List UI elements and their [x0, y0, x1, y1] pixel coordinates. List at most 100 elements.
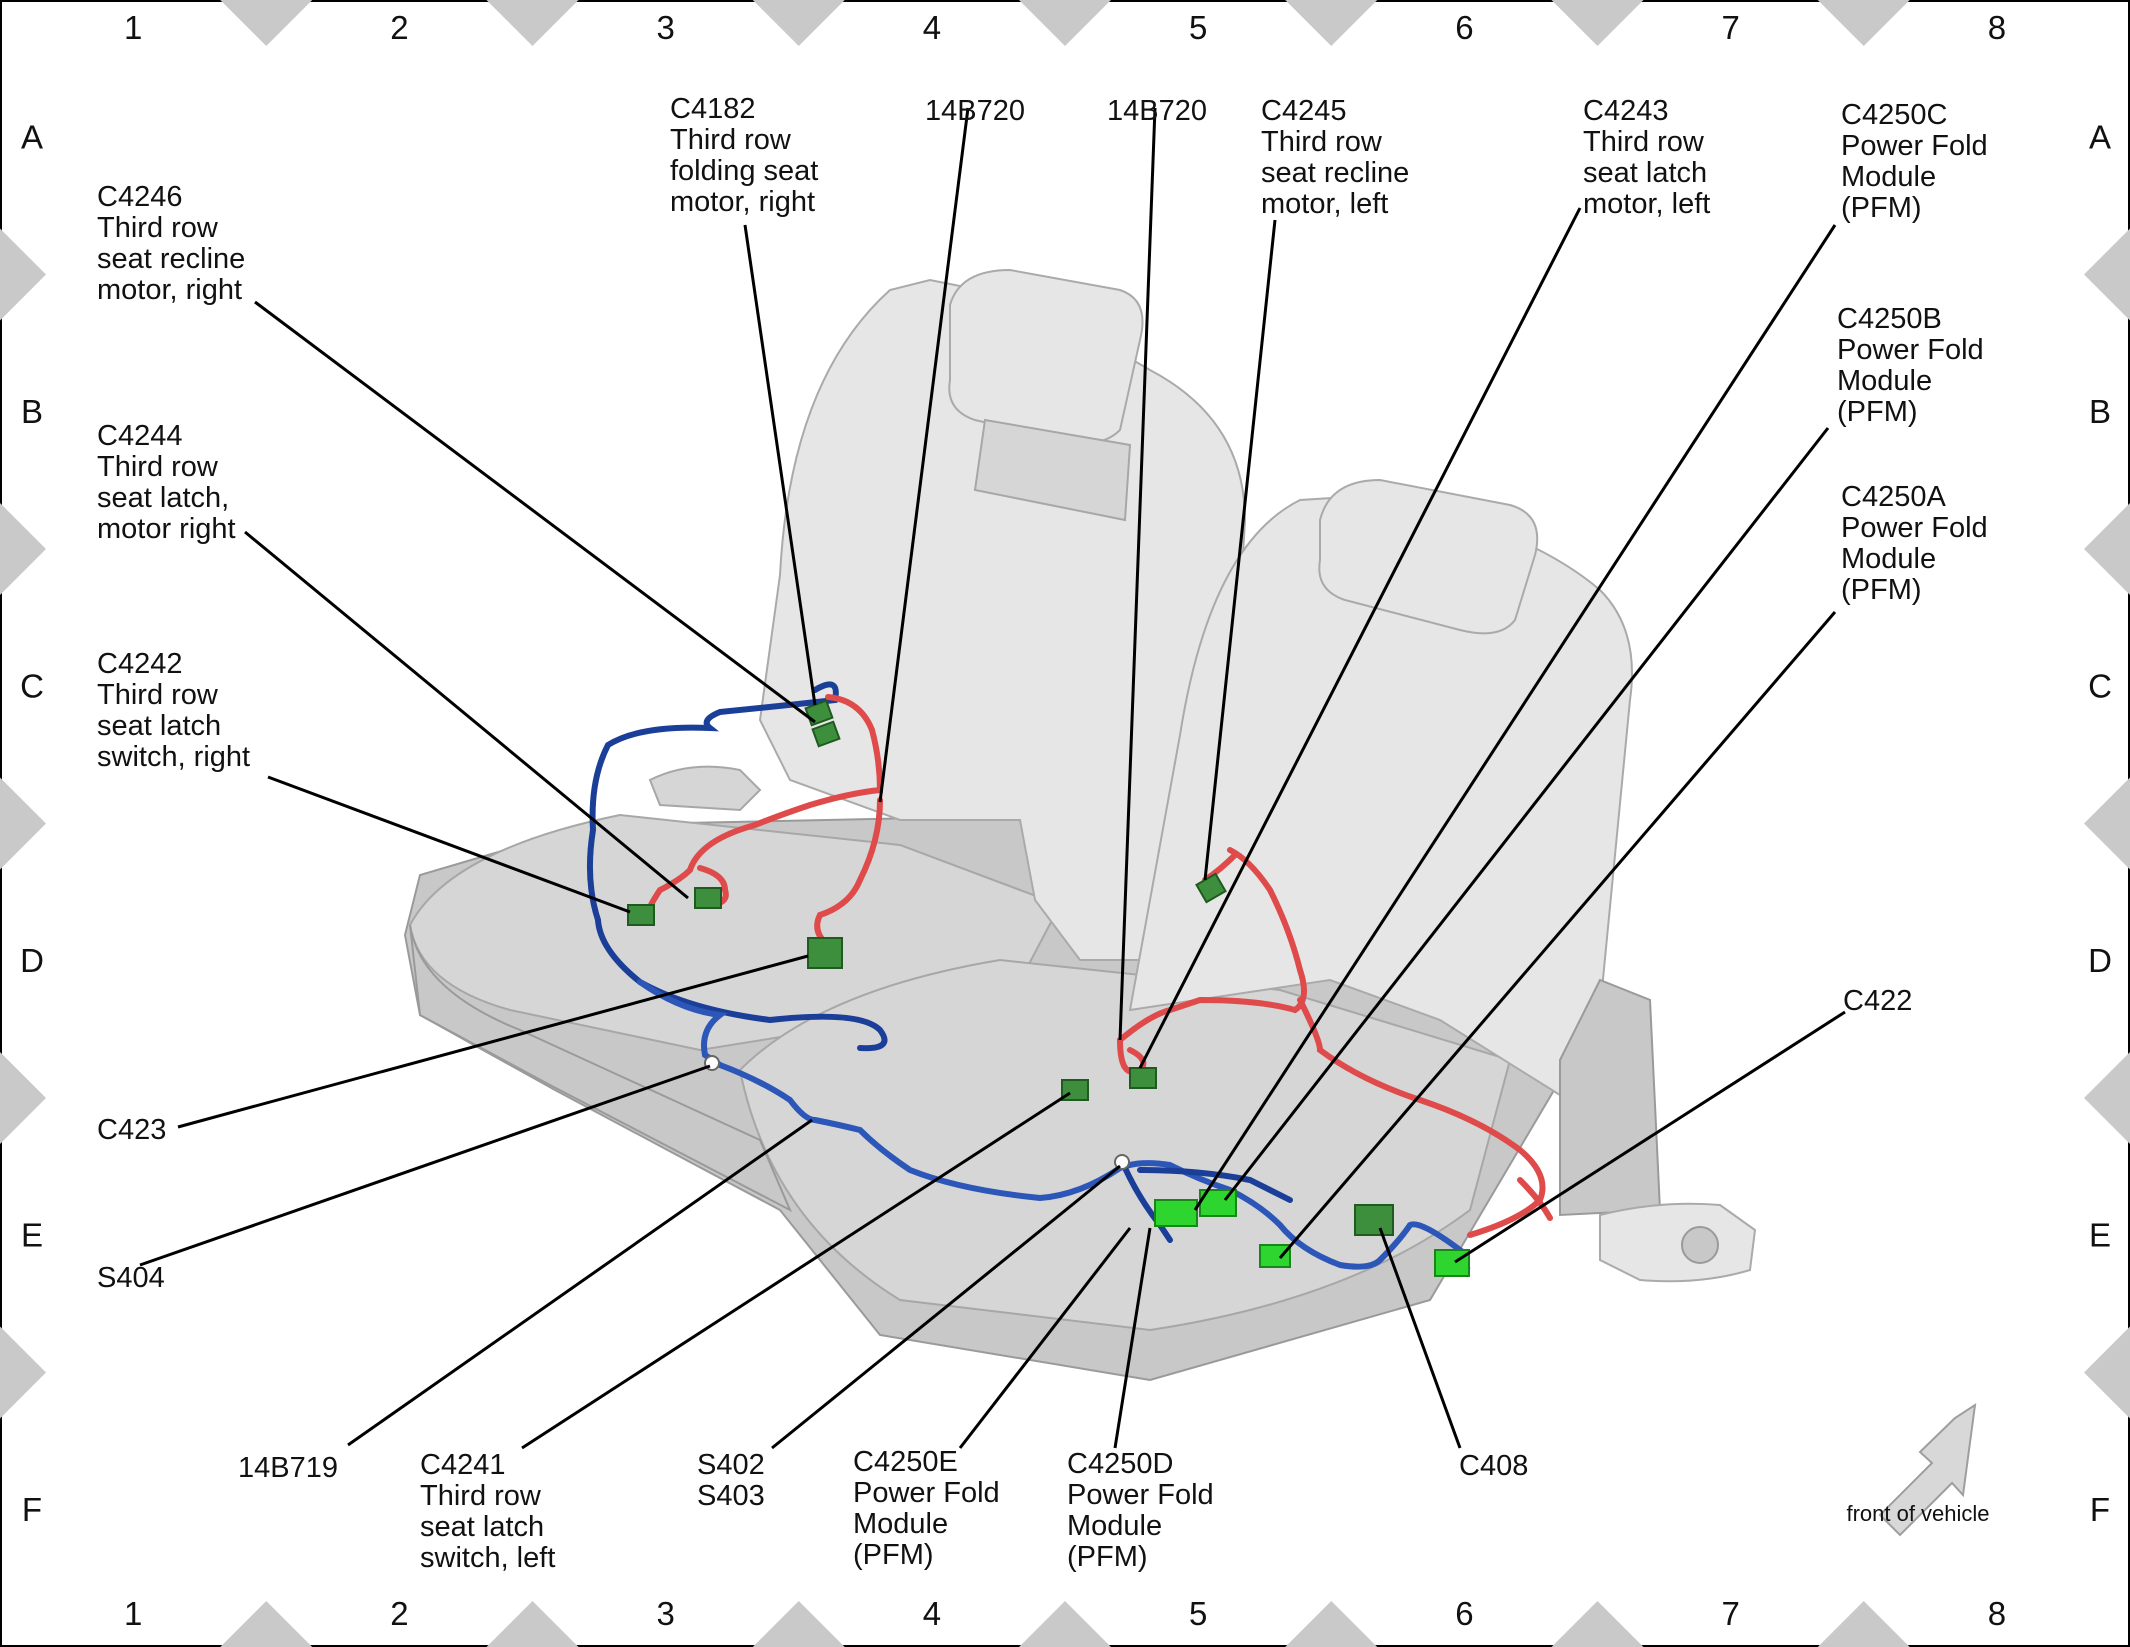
- connector-c4250a: [1259, 1244, 1291, 1268]
- grid-col-bottom-3: 3: [656, 1595, 674, 1632]
- blue-wire-upper: [586, 681, 888, 1052]
- grid-row-left-B: B: [21, 393, 43, 430]
- grid-col-top-3: 3: [656, 9, 674, 46]
- connector-c4243: [1129, 1067, 1157, 1089]
- right-cushion-side: [409, 924, 793, 1213]
- leader-c4242: [267, 775, 631, 914]
- leader-s402: [771, 1164, 1121, 1450]
- label-c4250a: C4250A Power Fold Module (PFM): [1841, 481, 1996, 606]
- border-diamond-bottom-3: [752, 1601, 845, 1647]
- leader-c4246: [254, 300, 816, 724]
- label-c4246: C4246 Third row seat recline motor, righ…: [97, 181, 253, 306]
- grid-row-right-C: C: [2088, 667, 2112, 704]
- seat-illustration: [403, 268, 1757, 1382]
- leader-c4250e: [958, 1227, 1132, 1449]
- leader-c408: [1378, 1227, 1462, 1449]
- leader-c4245: [1203, 219, 1277, 881]
- label-c422: C422: [1843, 985, 1912, 1017]
- label-c4245: C4245 Third row seat recline motor, left: [1261, 95, 1417, 220]
- grid-row-left-D: D: [20, 942, 44, 979]
- border-diamond-top-4: [1019, 0, 1111, 46]
- border-diamond-bottom-7: [1817, 1601, 1910, 1647]
- blue-wire-main: [637, 979, 1471, 1273]
- left-seat-hinge: [1559, 978, 1662, 1217]
- grid-row-right-E: E: [2089, 1216, 2111, 1253]
- red-wire-upper: [645, 694, 884, 915]
- connector-c4244: [694, 887, 722, 909]
- label-s402-s403: S402 S403: [697, 1449, 773, 1512]
- label-s404: S404: [97, 1262, 165, 1294]
- front-of-vehicle-label: front of vehicle: [1846, 1501, 1989, 1526]
- label-c4243: C4243 Third row seat latch motor, left: [1583, 95, 1715, 220]
- leader-c4250d: [1113, 1227, 1152, 1449]
- front-of-vehicle-indicator: front of vehicle: [1846, 1402, 1990, 1537]
- connector-c422: [1434, 1249, 1470, 1277]
- grid-col-top-5: 5: [1189, 9, 1207, 46]
- leader-c422: [1454, 1010, 1846, 1264]
- border-diamond-left-1: [0, 228, 46, 321]
- grid-row-left-E: E: [21, 1216, 43, 1253]
- label-14b719: 14B719: [238, 1452, 338, 1484]
- border-diamond-right-1: [2084, 228, 2130, 321]
- label-c4242: C4242 Third row seat latch switch, right: [97, 648, 250, 773]
- grid-col-bottom-2: 2: [390, 1595, 408, 1632]
- grid-col-top-4: 4: [923, 9, 941, 46]
- connectors: [627, 699, 1470, 1277]
- border-diamond-right-3: [2084, 777, 2130, 870]
- leader-c4250b: [1223, 427, 1830, 1201]
- grid-col-bottom-4: 4: [923, 1595, 941, 1632]
- border-diamond-right-2: [2084, 503, 2130, 595]
- border-diamond-top-7: [1817, 0, 1910, 46]
- grid-row-left-F: F: [22, 1491, 42, 1528]
- border-diamond-bottom-4: [1019, 1601, 1111, 1647]
- border-diamond-top-5: [1285, 0, 1378, 46]
- grid-col-top-1: 1: [124, 9, 142, 46]
- border-diamond-top-3: [752, 0, 845, 46]
- label-c4241: C4241 Third row seat latch switch, left: [420, 1449, 555, 1574]
- label-c408: C408: [1459, 1450, 1528, 1482]
- border-diamond-top-6: [1551, 0, 1644, 46]
- hinge-bracket: [1599, 1202, 1757, 1283]
- connector-c408: [1354, 1204, 1394, 1236]
- border-diamond-bottom-5: [1285, 1601, 1378, 1647]
- border-diamond-top-1: [220, 0, 313, 46]
- leader-c4182: [743, 224, 817, 706]
- leader-s404: [139, 1064, 711, 1267]
- border-diamond-right-4: [2084, 1052, 2130, 1144]
- grid-col-top-2: 2: [390, 9, 408, 46]
- grid-row-right-B: B: [2089, 393, 2111, 430]
- label-14b720-right: 14B720: [1107, 95, 1207, 127]
- seat-pivot-knob: [648, 765, 762, 812]
- leader-c4250a: [1278, 611, 1837, 1259]
- label-c4250d: C4250D Power Fold Module (PFM): [1067, 1448, 1222, 1573]
- grid-col-bottom-7: 7: [1721, 1595, 1739, 1632]
- label-c4244: C4244 Third row seat latch, motor right: [97, 420, 237, 545]
- connector-c423: [807, 937, 843, 969]
- label-c4182: C4182 Third row folding seat motor, righ…: [670, 93, 826, 218]
- left-seat-cushion: [738, 958, 1512, 1332]
- grid-col-bottom-5: 5: [1189, 1595, 1207, 1632]
- left-headrest: [1318, 478, 1539, 635]
- front-arrow-icon: [1878, 1402, 1977, 1537]
- red-wire-down: [814, 797, 883, 953]
- leader-b719: [347, 1118, 813, 1447]
- leader-c4243: [1138, 207, 1582, 1069]
- label-c4250e: C4250E Power Fold Module (PFM): [853, 1446, 1008, 1571]
- border-diamond-bottom-2: [486, 1601, 579, 1647]
- border-diamond-left-3: [0, 777, 46, 870]
- grid-col-top-8: 8: [1988, 9, 2006, 46]
- leader-c4244: [244, 530, 689, 900]
- connector-c4246: [811, 720, 841, 748]
- right-headrest-post: [973, 418, 1132, 522]
- leader-b720-right: [1118, 107, 1157, 1041]
- right-headrest: [948, 268, 1144, 445]
- label-c4250c: C4250C Power Fold Module (PFM): [1841, 99, 1996, 224]
- connector-c4242: [627, 904, 655, 926]
- wiring-harness: [586, 681, 1553, 1273]
- connector-c4250e: [1154, 1199, 1198, 1227]
- grid-row-left-A: A: [21, 118, 43, 155]
- leader-lines: [139, 107, 1846, 1450]
